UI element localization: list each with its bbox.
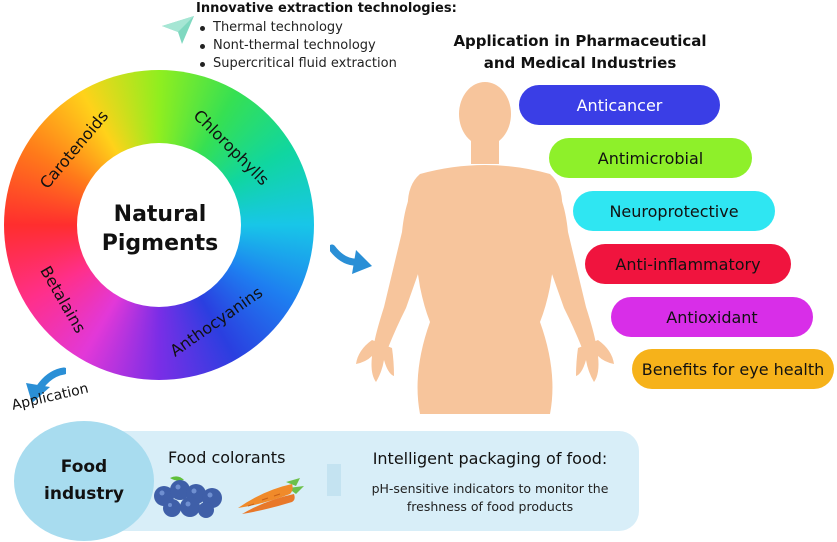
extraction-list: Thermal technology Nont-thermal technolo… — [198, 19, 397, 73]
pill-label: Antioxidant — [666, 307, 758, 327]
application-pill-anticancer: Anticancer — [519, 85, 720, 125]
extraction-title: Innovative extraction technologies: — [196, 1, 457, 16]
application-pill-antimicrobial: Antimicrobial — [549, 138, 752, 178]
food-colorants-label: Food colorants — [168, 448, 286, 467]
food-connector — [327, 464, 345, 496]
application-pill-neuroprotective: Neuroprotective — [573, 191, 775, 231]
carrots-icon — [234, 476, 308, 520]
pill-label: Anti-inflammatory — [615, 254, 761, 274]
application-pill-anti-inflammatory: Anti-inflammatory — [585, 244, 791, 284]
wheel-title-line1: Natural — [113, 202, 207, 227]
pharma-title-line1: Application in Pharmaceutical — [453, 32, 707, 50]
extraction-item: Nont-thermal technology — [198, 37, 397, 55]
food-industry-circle: Food industry — [14, 421, 154, 541]
food-industry-line1: Food — [60, 457, 108, 477]
human-body-icon — [350, 82, 630, 418]
intelligent-packaging-box — [341, 431, 639, 531]
packaging-title: Intelligent packaging of food: — [372, 449, 608, 468]
extraction-item: Thermal technology — [198, 19, 397, 37]
pharma-title: Application in Pharmaceutical and Medica… — [430, 30, 730, 74]
green-arrow-icon — [160, 14, 196, 50]
extraction-item: Supercritical fluid extraction — [198, 55, 397, 73]
blueberries-icon — [150, 474, 226, 522]
food-industry-line2: industry — [44, 484, 124, 504]
wheel-title: Natural Pigments — [90, 200, 230, 258]
pill-label: Antimicrobial — [597, 148, 704, 168]
wheel-center — [77, 143, 241, 307]
application-pill-antioxidant: Antioxidant — [611, 297, 813, 337]
pharma-title-line2: and Medical Industries — [483, 54, 677, 72]
pill-label: Anticancer — [576, 95, 663, 115]
arrow-right-icon — [328, 242, 374, 286]
wheel-title-line2: Pigments — [101, 231, 219, 256]
application-pill-eye-health: Benefits for eye health — [632, 349, 834, 389]
pill-label: Benefits for eye health — [641, 359, 825, 379]
food-industry-title: Food industry — [29, 454, 139, 508]
pill-label: Neuroprotective — [609, 201, 739, 221]
arrow-down-icon — [22, 365, 68, 409]
packaging-description: pH-sensitive indicators to monitor the f… — [371, 481, 609, 514]
